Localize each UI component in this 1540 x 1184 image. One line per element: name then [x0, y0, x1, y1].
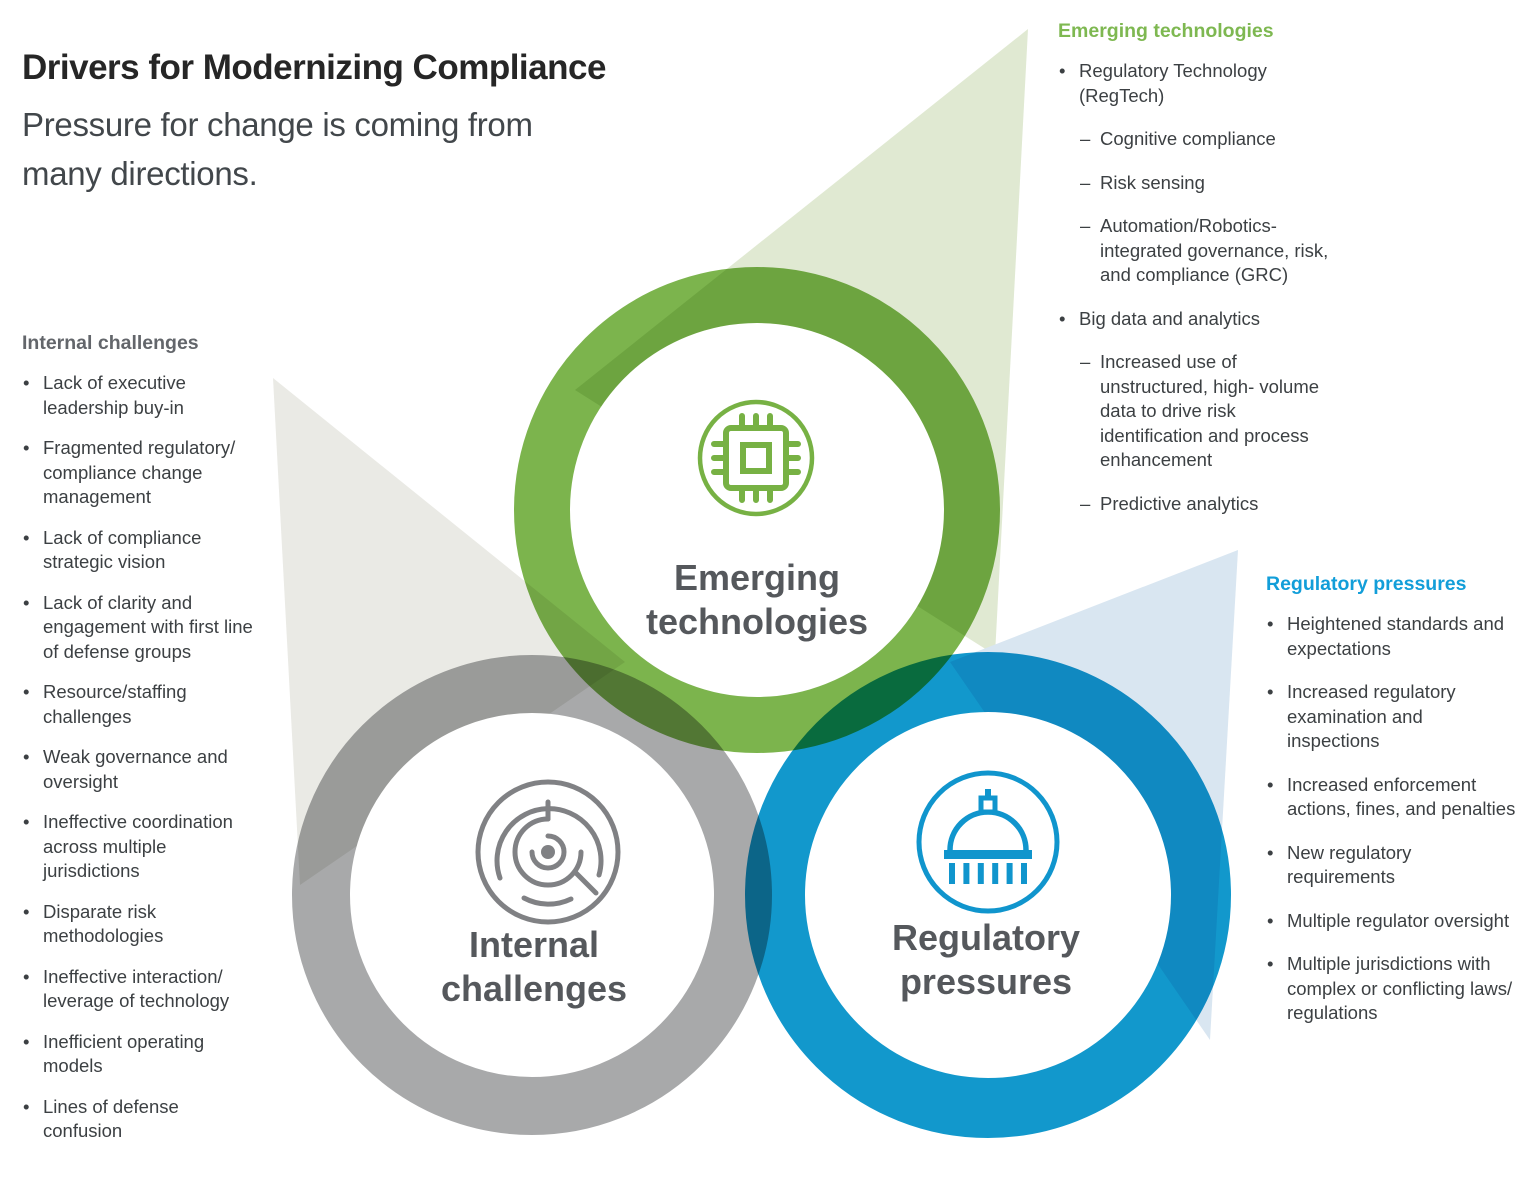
list-item: Multiple jurisdictions with complex or c… — [1266, 952, 1518, 1026]
internal-circle-label-line1: Internal — [469, 924, 599, 965]
title-block: Drivers for Modernizing Compliance Press… — [22, 48, 742, 198]
regulatory-ring — [745, 652, 1231, 1138]
internal-inner-disk — [350, 713, 714, 1077]
internal-challenges-list: Internal challenges Lack of executive le… — [22, 331, 258, 1160]
chip-icon — [697, 399, 815, 517]
list-item: Resource/​staffing challenges — [22, 680, 258, 729]
regulatory-pressures-items: Heightened standards and expectationsInc… — [1266, 612, 1518, 1026]
list-item: Inefficient operating models — [22, 1030, 258, 1079]
internal-ring — [292, 655, 772, 1135]
list-item: Lack of clarity and engagement with firs… — [22, 591, 258, 665]
list-item: Multiple regulator oversight — [1266, 909, 1518, 934]
capitol-icon — [916, 770, 1060, 914]
list-item: Ineffective interaction/​leverage of tec… — [22, 965, 258, 1014]
list-subitem: Risk sensing — [1058, 171, 1340, 196]
list-item: Increased enforcement actions, fines, an… — [1266, 773, 1518, 822]
page-title: Drivers for Modernizing Compliance — [22, 48, 606, 87]
maze-icon — [475, 779, 621, 925]
internal-challenges-items: Lack of executive leadership buy-inFragm… — [22, 371, 258, 1144]
list-item: Lines of defense confusion — [22, 1095, 258, 1144]
emerging-circle-label-line2: technologies — [646, 601, 868, 642]
regulatory-circle-label-line1: Regulatory — [892, 917, 1080, 958]
internal-challenges-header: Internal challenges — [22, 332, 199, 354]
emerging-circle-label-line1: Emerging — [674, 557, 840, 598]
list-subitem: Cognitive compliance — [1058, 127, 1340, 152]
regulatory-circle-label-line2: pressures — [900, 961, 1072, 1002]
list-item: Weak governance and oversight — [22, 745, 258, 794]
list-item: Big data and analytics — [1058, 307, 1340, 332]
emerging-ring — [514, 267, 1000, 753]
regulatory-inner-disk — [805, 712, 1171, 1078]
list-item: Disparate risk methodologies — [22, 900, 258, 949]
list-item: Lack of compliance strategic vision — [22, 526, 258, 575]
emerging-technologies-list: Emerging technologies Regulatory Technol… — [1058, 19, 1340, 535]
list-item: Regulatory Technology (RegTech) — [1058, 59, 1340, 108]
internal-circle-label-line2: challenges — [441, 968, 627, 1009]
emerging-technologies-header: Emerging technologies — [1058, 20, 1274, 42]
list-item: Increased regulatory examination and ins… — [1266, 680, 1518, 754]
emerging-technologies-items: Regulatory Technology (RegTech) Cognitive… — [1058, 59, 1340, 516]
emerging-inner-disk — [570, 323, 944, 697]
list-subitem: Increased use of unstructured, high- vol… — [1058, 350, 1340, 473]
list-item: Fragmented regulatory/​compliance change… — [22, 436, 258, 510]
regulatory-pressures-header: Regulatory pressures — [1266, 573, 1467, 595]
regulatory-pressures-list: Regulatory pressures Heightened standard… — [1266, 572, 1518, 1045]
list-item: Lack of executive leadership buy-in — [22, 371, 258, 420]
list-subitem: Predictive analytics — [1058, 492, 1340, 517]
page-subtitle: Pressure for change is coming from many … — [22, 106, 533, 192]
list-item: Heightened standards and expectations — [1266, 612, 1518, 661]
list-subitem: Automation/​Robotics-integrated governan… — [1058, 214, 1340, 288]
list-item: New regulatory requirements — [1266, 841, 1518, 890]
list-item: Ineffective coordination across multiple… — [22, 810, 258, 884]
